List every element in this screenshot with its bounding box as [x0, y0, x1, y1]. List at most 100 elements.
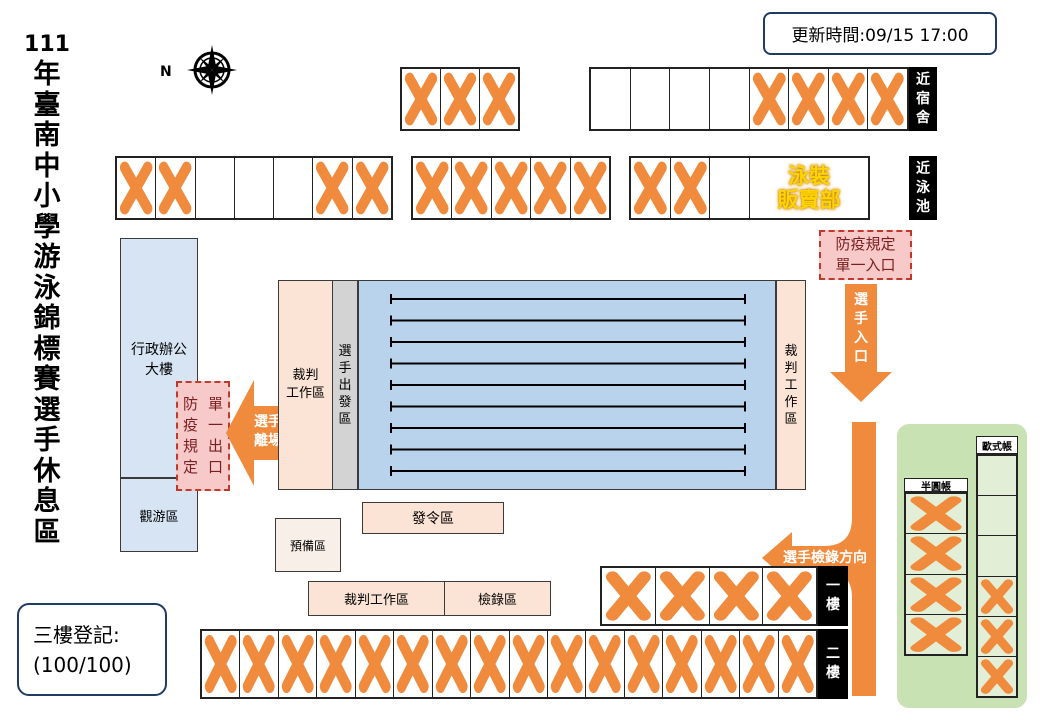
lane-line — [390, 401, 746, 412]
exit-left-char: 規 — [182, 437, 198, 455]
slot-occupied — [906, 534, 966, 575]
title-char: 選 — [33, 394, 61, 426]
lane-line — [390, 444, 746, 455]
slot-occupied — [702, 631, 741, 697]
slot-occupied — [433, 631, 472, 697]
lane-line — [390, 294, 746, 304]
slot-occupied — [313, 158, 353, 218]
slot-occupied — [356, 631, 395, 697]
slot-occupied — [631, 158, 671, 218]
exit-right-char: 出 — [207, 437, 223, 455]
slot-occupied — [663, 631, 702, 697]
compass-rose-icon — [187, 45, 237, 95]
judge-area-right: 裁判工作區 — [776, 280, 806, 490]
occupied-x-icon — [740, 631, 777, 697]
slot-column-euro-tent — [976, 454, 1018, 698]
athlete-leave-char: 離場 — [254, 433, 282, 449]
slot-occupied — [763, 568, 816, 624]
slot-occupied — [531, 158, 571, 218]
slot-occupied — [402, 69, 441, 129]
occupied-x-icon — [202, 631, 239, 697]
title-char: 小 — [33, 181, 61, 212]
standby-area: 預備區 — [275, 518, 341, 572]
occupied-x-icon — [702, 631, 739, 697]
occupied-x-icon — [906, 534, 966, 573]
floor2-char: 二 — [826, 646, 840, 662]
registration-box: 三樓登記: (100/100) — [17, 603, 167, 696]
half-tent-label: 半圓帳 — [921, 481, 951, 493]
title-char: 臺 — [33, 89, 61, 121]
admin-divider — [120, 477, 198, 479]
title-chars: 年臺南中小學游泳錦標賽選手休息區 — [33, 59, 61, 548]
occupied-x-icon — [117, 158, 155, 218]
slot-empty — [710, 69, 750, 129]
occupied-x-icon — [313, 158, 351, 218]
occupied-x-icon — [480, 69, 518, 129]
slot-occupied — [240, 631, 279, 697]
title-char: 年 — [33, 59, 61, 90]
start-command-label: 發令區 — [412, 511, 454, 527]
near-dorm-label: 近宿舍 — [909, 67, 937, 131]
slot-row-floor1 — [600, 566, 818, 626]
exit-label-right: 單一出口 — [208, 394, 223, 478]
title-char: 休 — [33, 455, 61, 487]
exit-right-char: 一 — [207, 416, 223, 434]
slot-occupied — [740, 631, 779, 697]
judge-right-char: 裁 — [784, 343, 798, 359]
occupied-x-icon — [750, 69, 789, 129]
occupied-x-icon — [240, 631, 277, 697]
occupied-x-icon — [978, 657, 1016, 696]
occupied-x-icon — [906, 615, 966, 654]
slot-row-top-small — [400, 67, 520, 131]
title-char: 區 — [33, 516, 61, 548]
judge-right-char: 區 — [784, 411, 798, 427]
north-label: N — [160, 64, 172, 80]
swimming-pool — [358, 280, 776, 490]
near-dorm-char: 宿 — [916, 90, 930, 107]
registration-count: (100/100) — [33, 652, 132, 677]
athlete-leave-text: 選手離場 — [252, 413, 284, 451]
slot-occupied — [471, 631, 510, 697]
slot-empty — [235, 158, 275, 218]
slot-row-second-b — [411, 156, 611, 220]
exit-left-char: 防 — [182, 395, 198, 413]
occupied-x-icon — [548, 631, 585, 697]
slot-row-second-c — [629, 156, 749, 220]
slot-occupied — [710, 568, 764, 624]
entrance-line2: 單一入口 — [835, 256, 896, 274]
title-char: 手 — [33, 425, 61, 456]
slot-occupied — [353, 158, 391, 218]
euro-tent-label: 歐式帳 — [982, 441, 1012, 453]
occupied-x-icon — [353, 158, 391, 218]
athlete-start-char: 手 — [338, 360, 352, 376]
admin-building-char: 行政辦公 — [131, 342, 187, 358]
athlete-entrance-text: 選手入口 — [845, 288, 877, 370]
title-char: 賽 — [33, 364, 61, 395]
title-char: 中 — [33, 150, 61, 182]
shop-label-line1: 泳裝 — [788, 164, 830, 188]
start-command-area: 發令區 — [362, 502, 504, 534]
occupied-x-icon — [779, 631, 816, 697]
title-char: 息 — [33, 486, 61, 517]
slot-row-top-right — [589, 67, 909, 131]
slot-occupied — [750, 69, 790, 129]
lane-line — [390, 466, 746, 476]
slot-column-half-tent — [904, 492, 968, 656]
judge-right-char: 工 — [784, 377, 798, 393]
occupied-x-icon — [671, 158, 710, 218]
single-exit-box: 防疫規定 單一出口 — [176, 381, 230, 491]
slot-occupied — [978, 617, 1016, 657]
pool-lanes — [390, 294, 746, 476]
check-in-area: 檢錄區 — [445, 581, 551, 616]
slot-occupied — [602, 568, 656, 624]
slot-occupied — [571, 158, 609, 218]
slot-occupied — [906, 575, 966, 615]
floor1-char: 一 — [826, 578, 840, 594]
judge-area-left: 裁判 工作區 — [278, 280, 333, 490]
title-char: 標 — [33, 333, 61, 365]
occupied-x-icon — [433, 631, 470, 697]
slot-occupied — [779, 631, 816, 697]
slot-occupied — [625, 631, 664, 697]
occupied-x-icon — [829, 69, 868, 129]
slot-empty — [710, 158, 749, 218]
